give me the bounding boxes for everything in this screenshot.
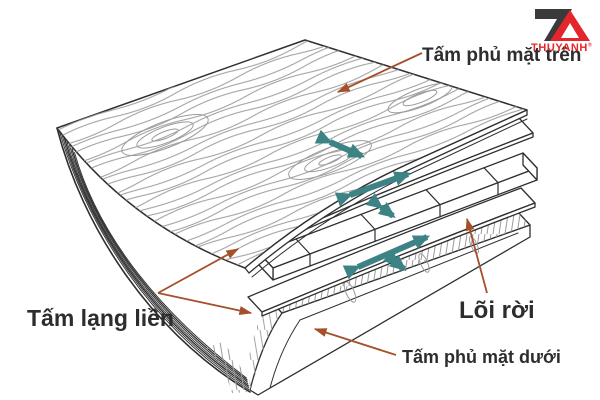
bottom-sheet-label: Tấm phủ mặt dưới <box>402 347 561 367</box>
annotation-arrow-bottom-sheet <box>313 328 397 356</box>
annotation-arrow-veneer-upper <box>157 248 240 294</box>
veneer-label: Tấm lạng liền <box>27 305 174 331</box>
core-layer <box>258 152 538 281</box>
logo-name-text: THUYANH <box>531 42 588 54</box>
annotation-arrow-veneer-lower <box>157 292 253 315</box>
core-tip-end-face <box>522 152 538 181</box>
top-sheet-label: Tấm phủ mặt trên <box>422 45 582 66</box>
logo-7a-icon <box>535 9 590 41</box>
annotation-arrows <box>157 52 488 356</box>
logo-registered-mark: ® <box>587 42 592 49</box>
spine-fold <box>56 127 251 393</box>
top-sheet <box>56 39 528 278</box>
logo-brand-name: THUYANH® <box>531 42 592 54</box>
grain-arrow-bottom-sheet <box>382 249 407 272</box>
grain-arrow-veneer-upper <box>334 171 412 207</box>
grain-arrow-top-sheet <box>314 129 366 159</box>
annotation-arrow-top-sheet <box>336 52 423 93</box>
core-label: Lõi rời <box>459 297 535 324</box>
annotation-arrow-core <box>465 217 488 294</box>
grain-arrow-core <box>365 193 396 219</box>
grain-direction-arrows <box>314 129 431 280</box>
